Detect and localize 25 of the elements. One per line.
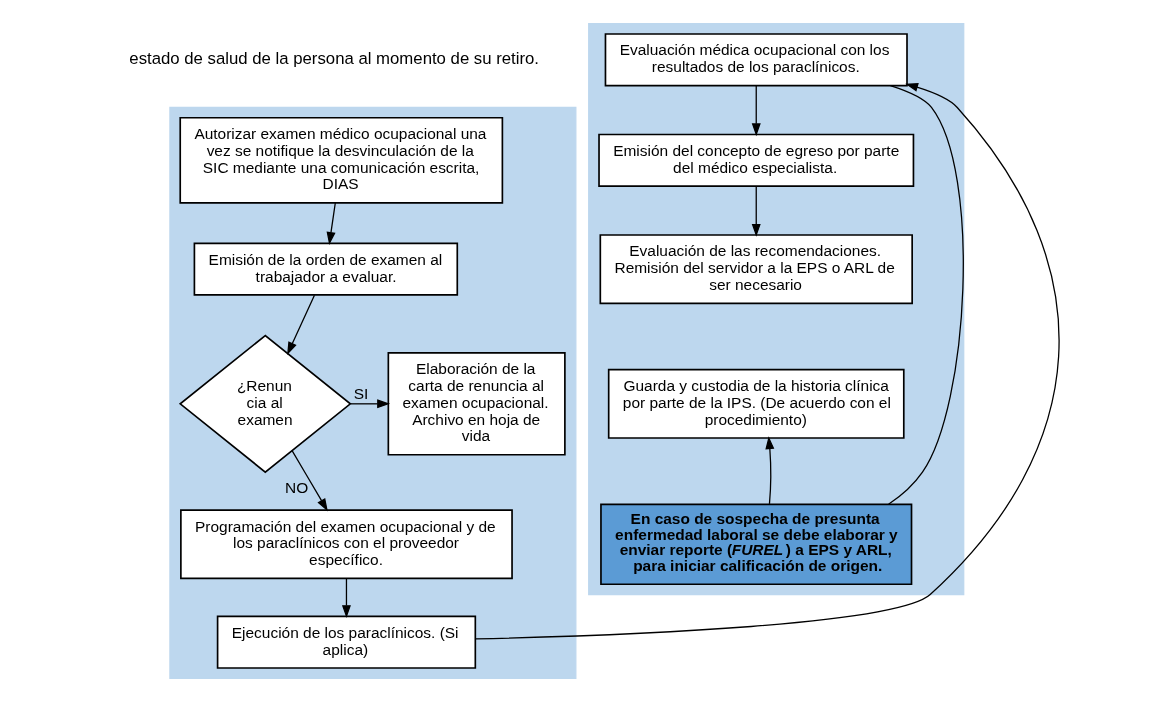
- node-box: Programación del examen ocupacional y de los paraclínicos con el proveedor específico.: [179, 509, 513, 580]
- arrow: [474, 82, 1059, 640]
- edge-label: SI: [353, 385, 368, 403]
- node-box: Emisión de la orden de examen al trabajador a evaluar.: [193, 242, 458, 296]
- node-box: Emisión del concepto de egreso por parte del médico especialista.: [597, 133, 914, 187]
- node-diamond: ¿Renun cia al examen: [178, 334, 352, 474]
- edge-label: NO: [284, 478, 308, 496]
- arrow: [286, 294, 315, 355]
- connector: [887, 85, 964, 505]
- arrow: [290, 450, 328, 512]
- arrow: [326, 202, 336, 245]
- arrow: [751, 185, 761, 237]
- node-box: Elaboración de la carta de renuncia al examen ocupacional. Archivo en hoja de vida: [387, 352, 566, 456]
- arrow: [341, 578, 351, 619]
- node-box: Ejecución de los paraclínicos. (Si aplica): [216, 615, 476, 669]
- arrow: [751, 85, 761, 137]
- node-box: En caso de sospecha de presunta enfermedad laboral se debe elaborar y enviar reporte (FUREL) a EPS y ARL, para iniciar calificación de origen.: [599, 503, 912, 586]
- cluster: [168, 106, 576, 679]
- arrow: [349, 399, 390, 409]
- arrow: [764, 436, 774, 505]
- node-box: Evaluación médica ocupacional con los resultados de los paraclínicos.: [604, 33, 908, 87]
- node-box: Guarda y custodia de la historia clínica por parte de la IPS. (De acuerdo con el procedimiento): [607, 368, 905, 439]
- node-box: Evaluación de las recomendaciones. Remisión del servidor a la EPS o ARL de ser necesario: [599, 234, 913, 305]
- label: estado de salud de la persona al momento de su retiro.: [128, 49, 539, 69]
- node-box: Autorizar examen médico ocupacional una vez se notifique la desvinculación de la SIC mediante una comunicación escrita, DIAS: [178, 116, 503, 204]
